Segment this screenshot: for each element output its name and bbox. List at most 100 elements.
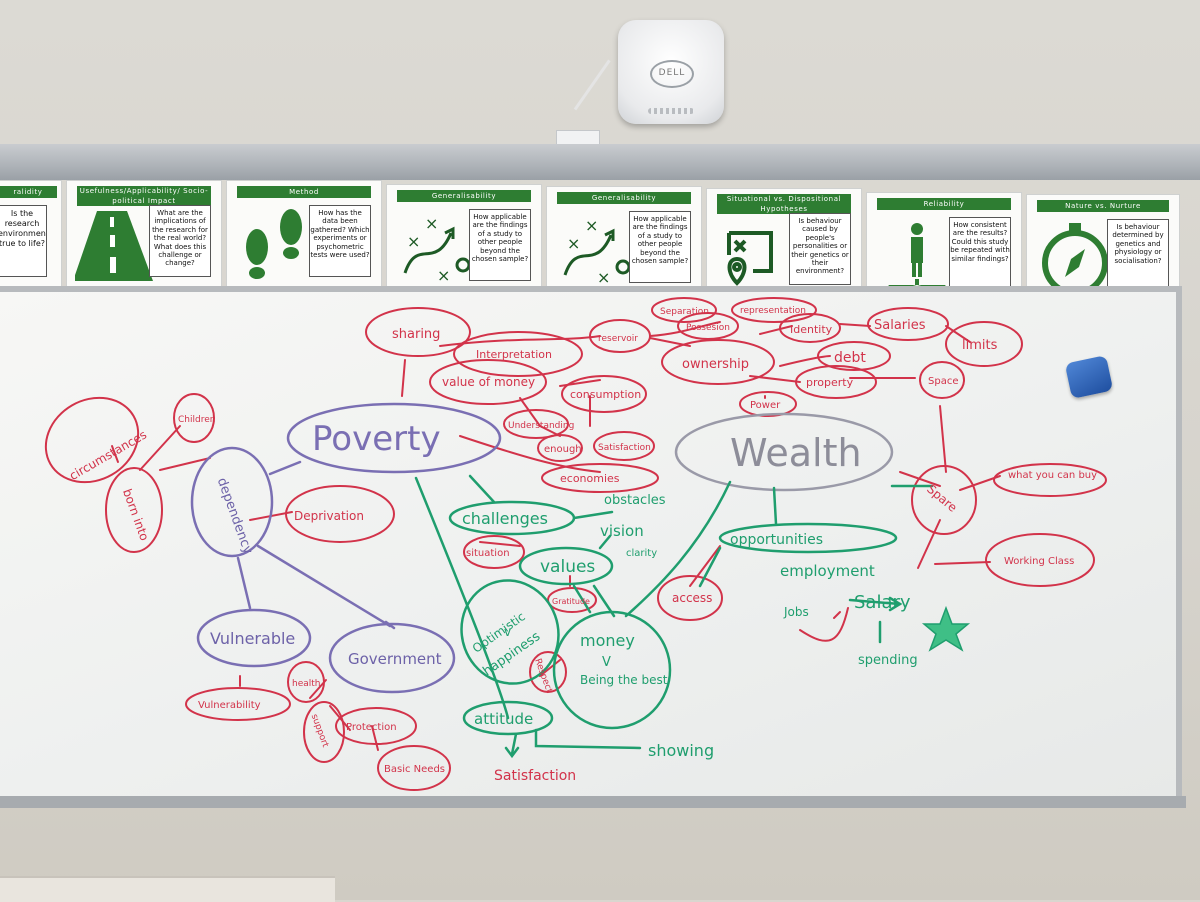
mm-basic-needs: Basic Needs xyxy=(384,764,445,775)
mm-showing: showing xyxy=(648,741,714,760)
mm-born-into: born into xyxy=(120,487,152,543)
mm-understanding: Understanding xyxy=(508,421,574,431)
display-rail xyxy=(0,144,1200,180)
mm-property: property xyxy=(806,376,854,389)
card-header: Usefulness/Applicability/ Socio-politica… xyxy=(77,186,211,206)
mm-poverty: Poverty xyxy=(312,419,441,459)
card-method: Method How has the data been gathered? W… xyxy=(226,180,382,288)
compass-icon xyxy=(1035,217,1115,297)
card-header: Nature vs. Nurture xyxy=(1037,200,1169,212)
router-vent xyxy=(648,108,694,114)
mm-spare: Spare xyxy=(924,482,960,515)
mm-being-the-best: Being the best xyxy=(580,673,668,687)
svg-text:×: × xyxy=(437,266,450,285)
mm-satisfaction-small: Satisfaction xyxy=(598,443,651,453)
mm-spending: spending xyxy=(858,653,918,668)
mm-reservoir: reservoir xyxy=(598,334,638,344)
card-header: Situational vs. Dispositional Hypotheses xyxy=(717,194,851,214)
svg-text:×: × xyxy=(407,232,420,251)
router-logo: DELL xyxy=(650,60,694,88)
mm-obstacles: obstacles xyxy=(604,493,666,508)
card-reliability: Reliability How consistent are the resul… xyxy=(866,192,1022,300)
wifi-access-point: DELL xyxy=(618,20,724,124)
mm-salaries: Salaries xyxy=(874,318,926,333)
mm-gratitude: Gratitude xyxy=(552,597,590,606)
mm-employment: employment xyxy=(780,562,875,580)
mm-wealth: Wealth xyxy=(730,431,862,475)
mm-clarity: clarity xyxy=(626,548,657,559)
strategy-icon: × × × xyxy=(555,209,635,289)
mm-access: access xyxy=(672,591,712,605)
mind-map: sharing reservoir Separation Possesion r… xyxy=(44,297,1107,791)
mm-challenges: challenges xyxy=(462,509,548,528)
svg-text:×: × xyxy=(597,268,610,287)
card-header: Generalisability xyxy=(557,192,691,204)
mm-power: Power xyxy=(750,400,781,411)
card-header: ralidity xyxy=(0,186,57,198)
card-generalisability-1: Generalisability × × × How applicable are … xyxy=(386,184,542,292)
mm-consumption: consumption xyxy=(570,388,641,401)
card-text: How consistent are the results? Could th… xyxy=(949,217,1011,289)
mm-separation: Separation xyxy=(660,307,709,317)
mm-health: health xyxy=(292,679,321,689)
mm-v: v xyxy=(504,625,511,639)
mm-vulnerable: Vulnerable xyxy=(210,629,295,648)
mm-money: money xyxy=(580,631,635,650)
road-icon xyxy=(73,203,155,283)
card-text: How has the data been gathered? Which ex… xyxy=(309,205,371,277)
mm-identity: Identity xyxy=(790,323,833,336)
desk-edge xyxy=(0,876,335,902)
card-text: Is behaviour caused by people's personal… xyxy=(789,213,851,285)
mm-support: support xyxy=(309,713,330,749)
mm-situation: situation xyxy=(466,548,510,559)
mm-vision: vision xyxy=(600,522,644,540)
card-header: Reliability xyxy=(877,198,1011,210)
card-header: Generalisability xyxy=(397,190,531,202)
mm-sharing: sharing xyxy=(392,327,440,342)
mm-deprivation: Deprivation xyxy=(294,509,364,523)
footprints-icon xyxy=(235,203,315,283)
mm-value-of-money: value of money xyxy=(442,375,535,389)
mm-dependency: dependency xyxy=(214,476,256,557)
strategy-icon: × × × xyxy=(395,207,475,287)
card-validity: ralidity Is the research environment tru… xyxy=(0,180,62,288)
person-crossroads-icon xyxy=(875,215,955,295)
mm-interpretation: Interpretation xyxy=(476,348,552,361)
card-text: How applicable are the findings of a stu… xyxy=(469,209,531,281)
card-situational: Situational vs. Dispositional Hypotheses… xyxy=(706,188,862,296)
mm-working-class: Working Class xyxy=(1004,556,1074,567)
card-usefulness: Usefulness/Applicability/ Socio-politica… xyxy=(66,180,222,288)
card-text: How applicable are the findings of a stu… xyxy=(629,211,691,283)
mm-representation: representation xyxy=(740,306,806,316)
mm-possession: Possesion xyxy=(686,323,730,333)
mm-enough: enough xyxy=(544,444,582,455)
mm-space: Space xyxy=(928,376,958,387)
mm-what-you-can-buy: what you can buy xyxy=(1008,470,1097,481)
mm-opportunities: opportunities xyxy=(730,532,823,548)
mm-debt: debt xyxy=(834,350,866,366)
mm-values: values xyxy=(540,557,595,577)
svg-text:×: × xyxy=(585,216,598,235)
card-generalisability-2: Generalisability × × × How applicable are … xyxy=(546,186,702,294)
svg-text:×: × xyxy=(567,234,580,253)
mm-vulnerability: Vulnerability xyxy=(198,700,261,711)
card-header: Method xyxy=(237,186,371,198)
mm-protection: Protection xyxy=(346,722,397,733)
mm-jobs: Jobs xyxy=(783,605,809,619)
map-pin-icon xyxy=(715,211,795,291)
mm-government: Government xyxy=(348,650,442,668)
whiteboard xyxy=(0,286,1182,802)
mm-economies: economies xyxy=(560,472,620,485)
mm-satisfaction-bottom: Satisfaction xyxy=(494,768,576,784)
mm-salary: Salary xyxy=(854,592,911,613)
card-text: Is the research environment true to life… xyxy=(0,205,47,277)
card-text: Is behaviour determined by genetics and … xyxy=(1107,219,1169,291)
card-text: What are the implications of the researc… xyxy=(149,205,211,277)
marker-tray xyxy=(0,796,1186,808)
mm-children: Children xyxy=(178,415,215,425)
mm-circumstances: circumstances xyxy=(67,427,149,482)
mm-limits: limits xyxy=(962,338,998,353)
mm-attitude: attitude xyxy=(474,710,533,728)
svg-text:×: × xyxy=(425,214,438,233)
